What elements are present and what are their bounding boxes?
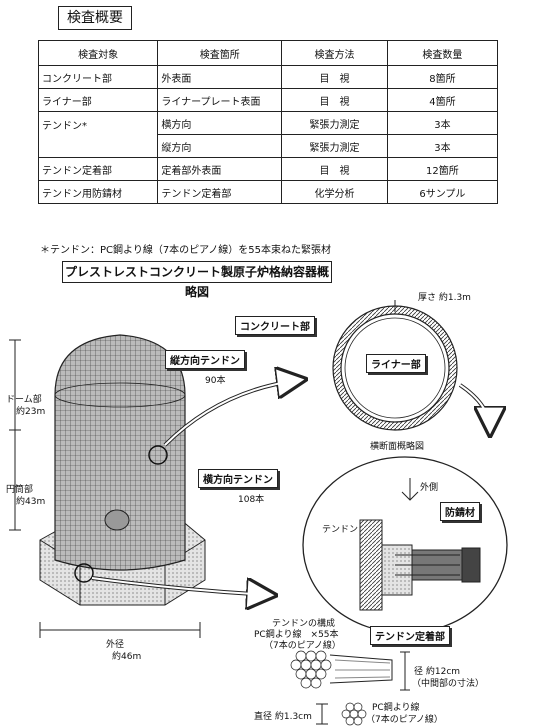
table-row: 縦方向 緊張力測定 3本 (39, 134, 499, 158)
strand-icon (341, 702, 367, 726)
table-cell: テンドン用防錆材 (37, 180, 159, 204)
dome-size: 約23m (16, 407, 46, 417)
vertical-tendon-label: 縦方向テンドン (165, 350, 245, 369)
cross-section-caption: 横断面概略図 (370, 442, 425, 452)
wire-diameter: 直径 約1.3cm (254, 712, 312, 722)
horizontal-tendon-count: 108本 (238, 495, 265, 505)
cylinder-label: 円筒部 (6, 485, 34, 495)
outer-diameter-label: 外径 (106, 640, 125, 650)
liner-part-label: ライナー部 (366, 354, 426, 373)
footnote: ＊テンドン：PC鋼より線（7本のピアノ線）を55本束ねた緊張材 (40, 245, 331, 256)
horizontal-tendon-label: 横方向テンドン (198, 469, 278, 488)
table-header-row: 検査対象 検査箇所 検査方法 検査数量 (37, 40, 499, 66)
thickness-label: 厚さ 約1.3m (418, 293, 471, 303)
inspection-table: 検査対象 検査箇所 検査方法 検査数量 コンクリート部 外表面 目 視 8箇所 … (37, 40, 499, 204)
table-cell: ライナープレート表面 (157, 88, 283, 112)
table-cell: ライナー部 (37, 88, 159, 112)
containment-vessel (54, 334, 186, 571)
bundle-note: （中間部の寸法） (412, 679, 485, 689)
rust-preventive-label: 防錆材 (440, 502, 480, 521)
table-cell: テンドン* (37, 111, 159, 158)
table-cell: 横方向 (157, 111, 283, 135)
table-row: テンドン用防錆材 テンドン定着部 化学分析 6サンプル (37, 180, 499, 204)
anchorage-label: テンドン定着部 (370, 626, 450, 645)
outside-label: 外側 (420, 483, 439, 493)
table-cell: 4箇所 (386, 88, 499, 112)
strand-label: PC鋼より線 (372, 703, 420, 713)
tendon-label: テンドン (322, 525, 359, 535)
column-header: 検査箇所 (157, 40, 283, 66)
tendon-bundle-icon (290, 650, 393, 689)
tendon-composition-2: PC鋼より線 ×55本 (254, 630, 339, 640)
vertical-tendon-count: 90本 (205, 376, 226, 386)
table-cell: 縦方向 (157, 134, 283, 158)
table-cell: テンドン定着部 (157, 180, 283, 204)
tendon-composition-1: テンドンの構成 (272, 619, 336, 629)
tendon-composition-3: （7本のピアノ線） (264, 641, 341, 651)
column-header: 検査対象 (37, 40, 159, 66)
table-cell: 緊張力測定 (281, 134, 388, 158)
outer-diameter-size: 約46m (112, 652, 142, 662)
concrete-part-label: コンクリート部 (235, 316, 315, 335)
strand-note: （7本のピアノ線） (366, 715, 443, 725)
table-cell: コンクリート部 (37, 65, 159, 89)
bundle-diameter: 径 約12cm (414, 667, 461, 677)
dome-label: ドーム部 (6, 395, 42, 405)
diagram-title: プレストレストコンクリート製原子炉格納容器概略図 (62, 261, 332, 299)
cylinder-size: 約43m (16, 497, 46, 507)
table-row: ライナー部 ライナープレート表面 目 視 4箇所 (37, 88, 499, 112)
table-cell: 目 視 (281, 157, 388, 181)
section-heading: 検査概要 (58, 6, 132, 30)
table-row: テンドン定着部 定着部外表面 目 視 12箇所 (37, 157, 499, 181)
table-cell: 6サンプル (386, 180, 499, 204)
column-header: 検査数量 (386, 40, 499, 66)
